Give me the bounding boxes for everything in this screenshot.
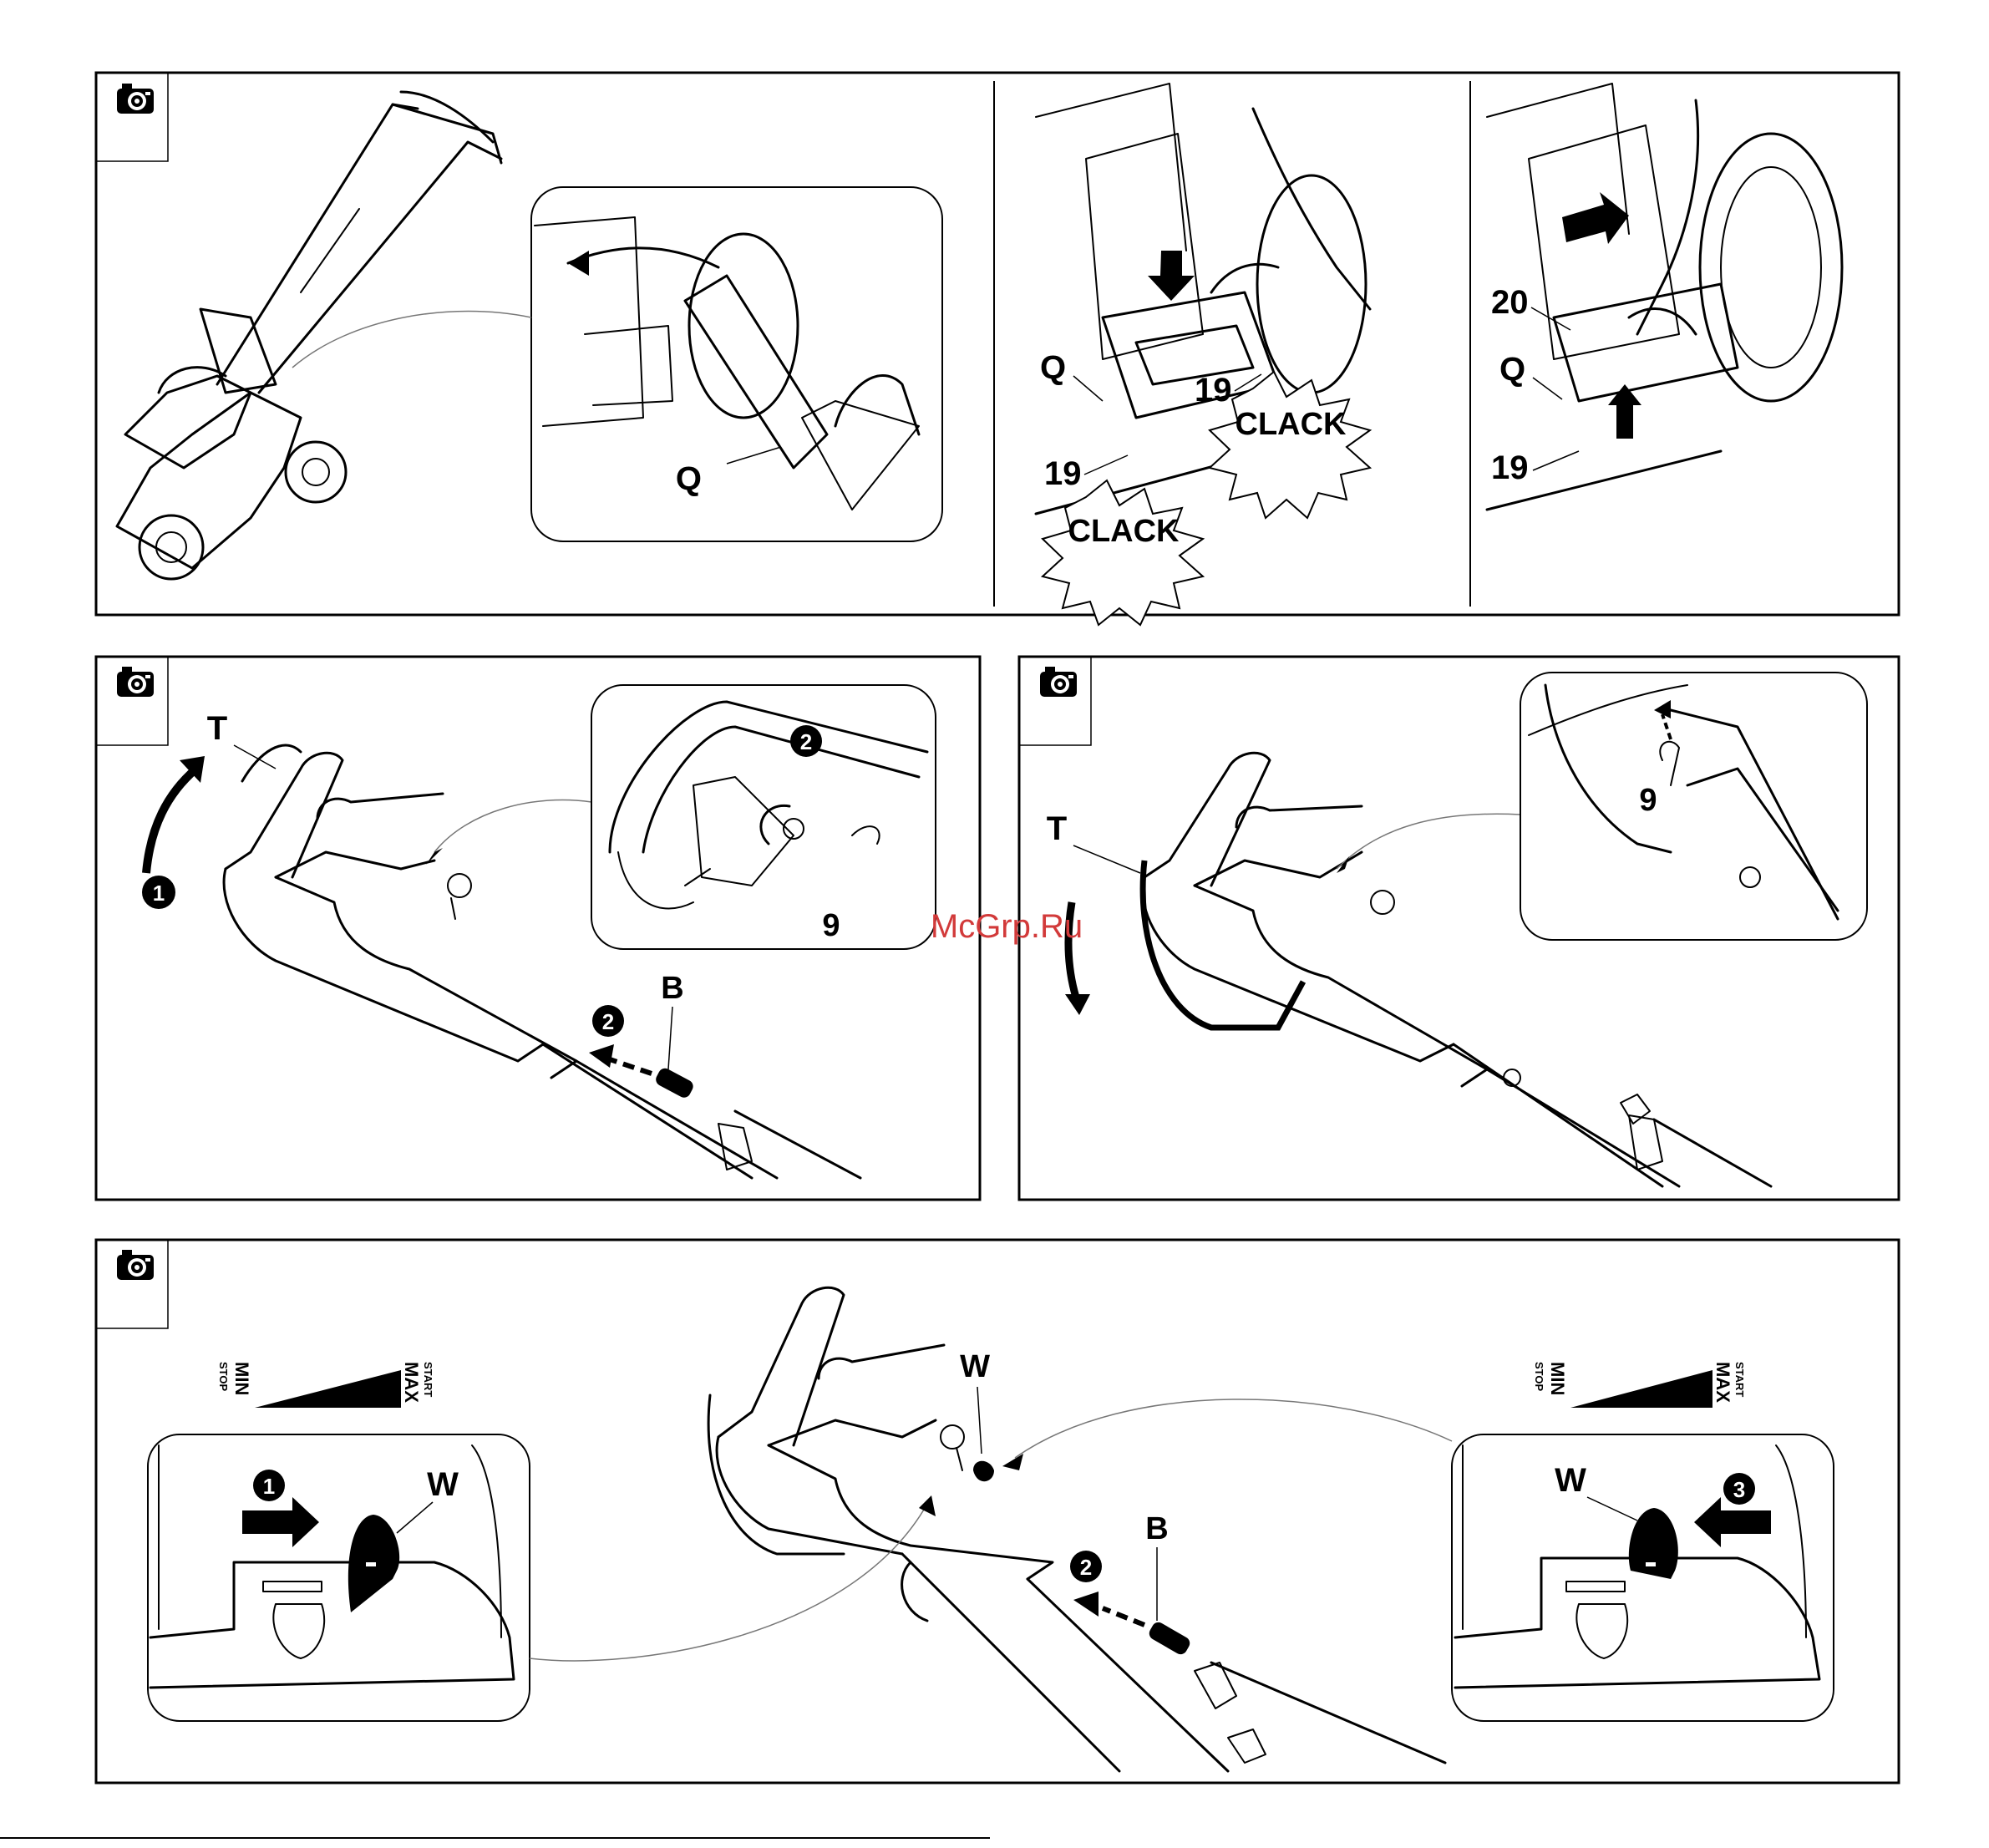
- panel-top: Q CLACK CLACK Q 19 19: [96, 73, 1899, 625]
- step-2-badge-a: 2: [602, 1009, 614, 1034]
- camera-icon: [1040, 667, 1077, 697]
- clack-burst-2: [1043, 480, 1203, 625]
- label-w-3: W: [960, 1349, 990, 1384]
- label-t-2: T: [1047, 810, 1067, 847]
- panel-middle-right: T 9: [1019, 657, 1899, 1200]
- camera-icon: [117, 667, 154, 697]
- label-w-1: W: [427, 1466, 459, 1503]
- step-2-badge-b: 2: [800, 729, 812, 754]
- clack-text-1: CLACK: [1236, 407, 1347, 442]
- camera-icon: [117, 84, 154, 114]
- label-19-a: 19: [1195, 372, 1232, 409]
- watermark: McGrp.Ru: [931, 908, 1083, 945]
- scale-start-left: START: [422, 1362, 434, 1397]
- scale-max-left: MAX: [401, 1362, 422, 1403]
- label-b-1: B: [661, 971, 683, 1006]
- mower-illustration: [117, 92, 501, 579]
- label-9-1: 9: [822, 908, 840, 943]
- label-b-2: B: [1145, 1511, 1168, 1546]
- label-q-3: Q: [1499, 351, 1525, 388]
- label-q-1: Q: [676, 460, 702, 497]
- scale-stop-right: STOP: [1533, 1362, 1545, 1391]
- scale-min-right: MIN: [1547, 1362, 1568, 1395]
- label-t-1: T: [207, 710, 227, 747]
- handle-illustration-center: [708, 1287, 1445, 1771]
- step-1-badge-a: 1: [153, 881, 165, 906]
- camera-icon: [117, 1250, 154, 1280]
- scale-start-right: START: [1733, 1362, 1746, 1397]
- panel-bottom: MIN STOP MAX START MIN STOP MAX START 1 …: [96, 1240, 1899, 1783]
- scale-stop-left: STOP: [217, 1362, 230, 1391]
- bag-release-illustration: [1487, 84, 1842, 510]
- label-19-c: 19: [1491, 449, 1529, 486]
- clack-text-2: CLACK: [1068, 514, 1180, 549]
- throttle-scale-left: MIN STOP MAX START: [217, 1362, 434, 1408]
- panel-middle-left: T 9 B 1 2 2: [96, 657, 980, 1200]
- label-20: 20: [1491, 284, 1529, 321]
- step-3-badge: 3: [1733, 1477, 1745, 1502]
- label-9-2: 9: [1639, 783, 1657, 818]
- step-1-badge-b: 1: [263, 1474, 275, 1499]
- step-2-badge-c: 2: [1080, 1555, 1092, 1580]
- scale-min-left: MIN: [231, 1362, 252, 1395]
- label-q-2: Q: [1040, 349, 1066, 386]
- throttle-scale-right: MIN STOP MAX START: [1533, 1362, 1746, 1408]
- scale-max-right: MAX: [1712, 1362, 1733, 1403]
- label-19-b: 19: [1044, 455, 1082, 492]
- label-w-2: W: [1555, 1462, 1586, 1499]
